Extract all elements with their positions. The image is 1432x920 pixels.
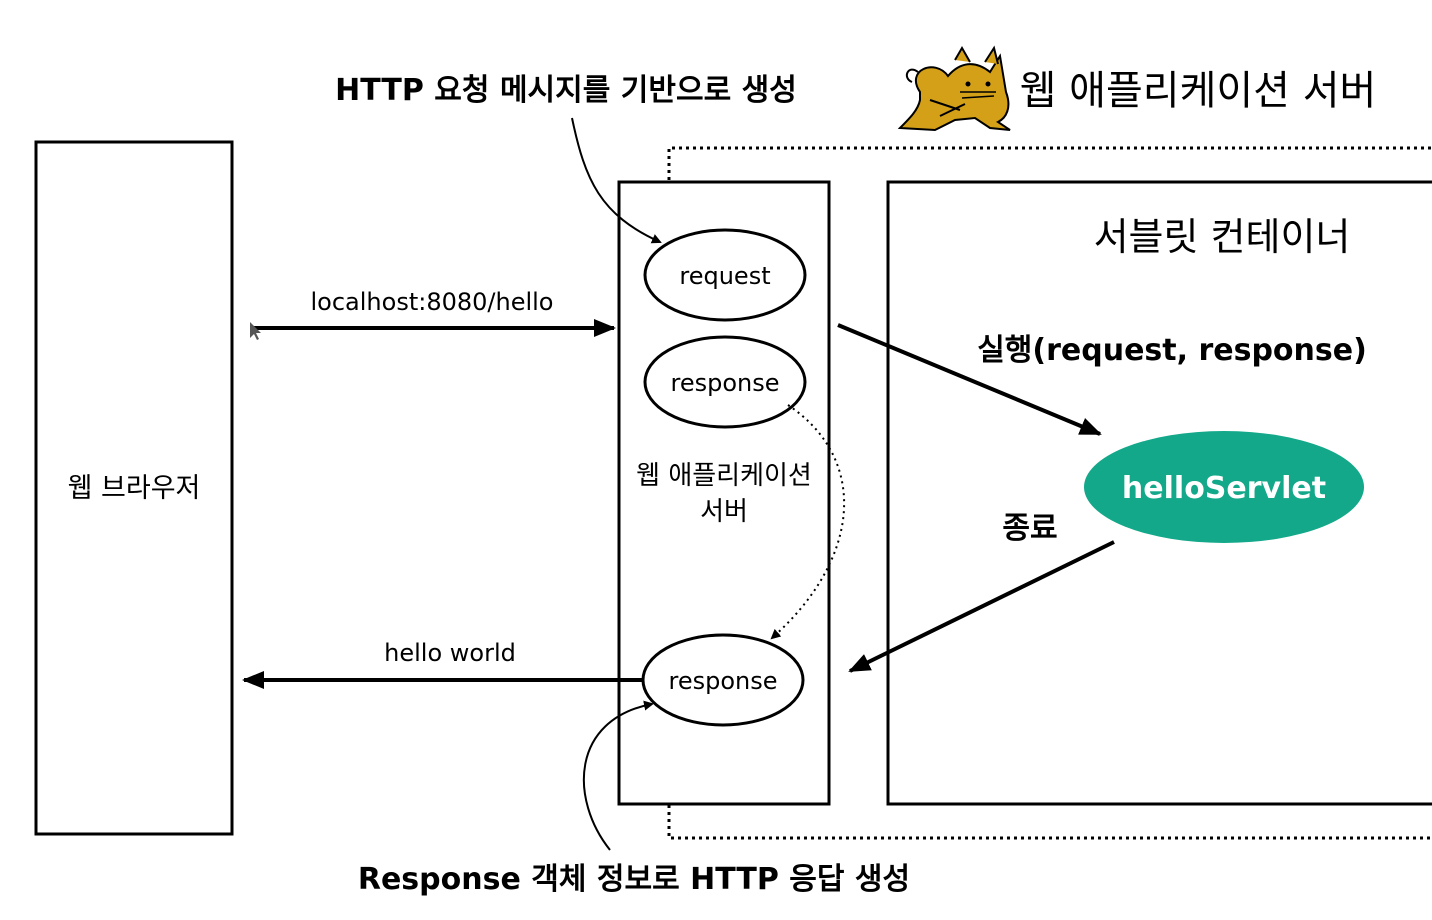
response-flow-curve [770,404,846,640]
was-inner-label-line2: 서버 [700,497,748,527]
response-out-label: response [668,667,777,695]
response-object [643,335,807,429]
bottom-annotation: Response 객체 정보로 HTTP 응답 생성 [358,862,910,897]
execute-call-label: 실행(request, response) [977,333,1367,368]
servlet-container-label: 서블릿 컨테이너 [1094,215,1351,259]
response-out-object [641,633,805,727]
request-url-label: localhost:8080/hello [311,288,554,316]
was-title: 웹 애플리케이션 서버 [1020,68,1377,114]
request-object [643,228,807,322]
top-annotation-curve [571,117,662,244]
was-box [617,180,831,806]
bottom-annotation-curve [582,700,654,851]
hello-servlet [1084,431,1364,543]
response-body-label: hello world [384,639,516,667]
hello-servlet-label: helloServlet [1122,471,1326,506]
finish-arrow [848,540,1115,673]
web-browser-box [34,140,234,836]
finish-label: 종료 [1002,511,1057,546]
servlet-container-box [886,180,1432,806]
top-annotation: HTTP 요청 메시지를 기반으로 생성 [335,73,797,108]
tomcat-cat-icon [897,45,1011,132]
execute-arrow [837,323,1102,436]
browser-label: 웹 브라우저 [68,473,201,504]
response-object-label: response [670,369,779,397]
was-boundary [667,146,1432,840]
request-object-label: request [679,262,770,290]
was-inner-label-line1: 웹 애플리케이션 [636,461,812,491]
cursor-icon [250,322,261,340]
